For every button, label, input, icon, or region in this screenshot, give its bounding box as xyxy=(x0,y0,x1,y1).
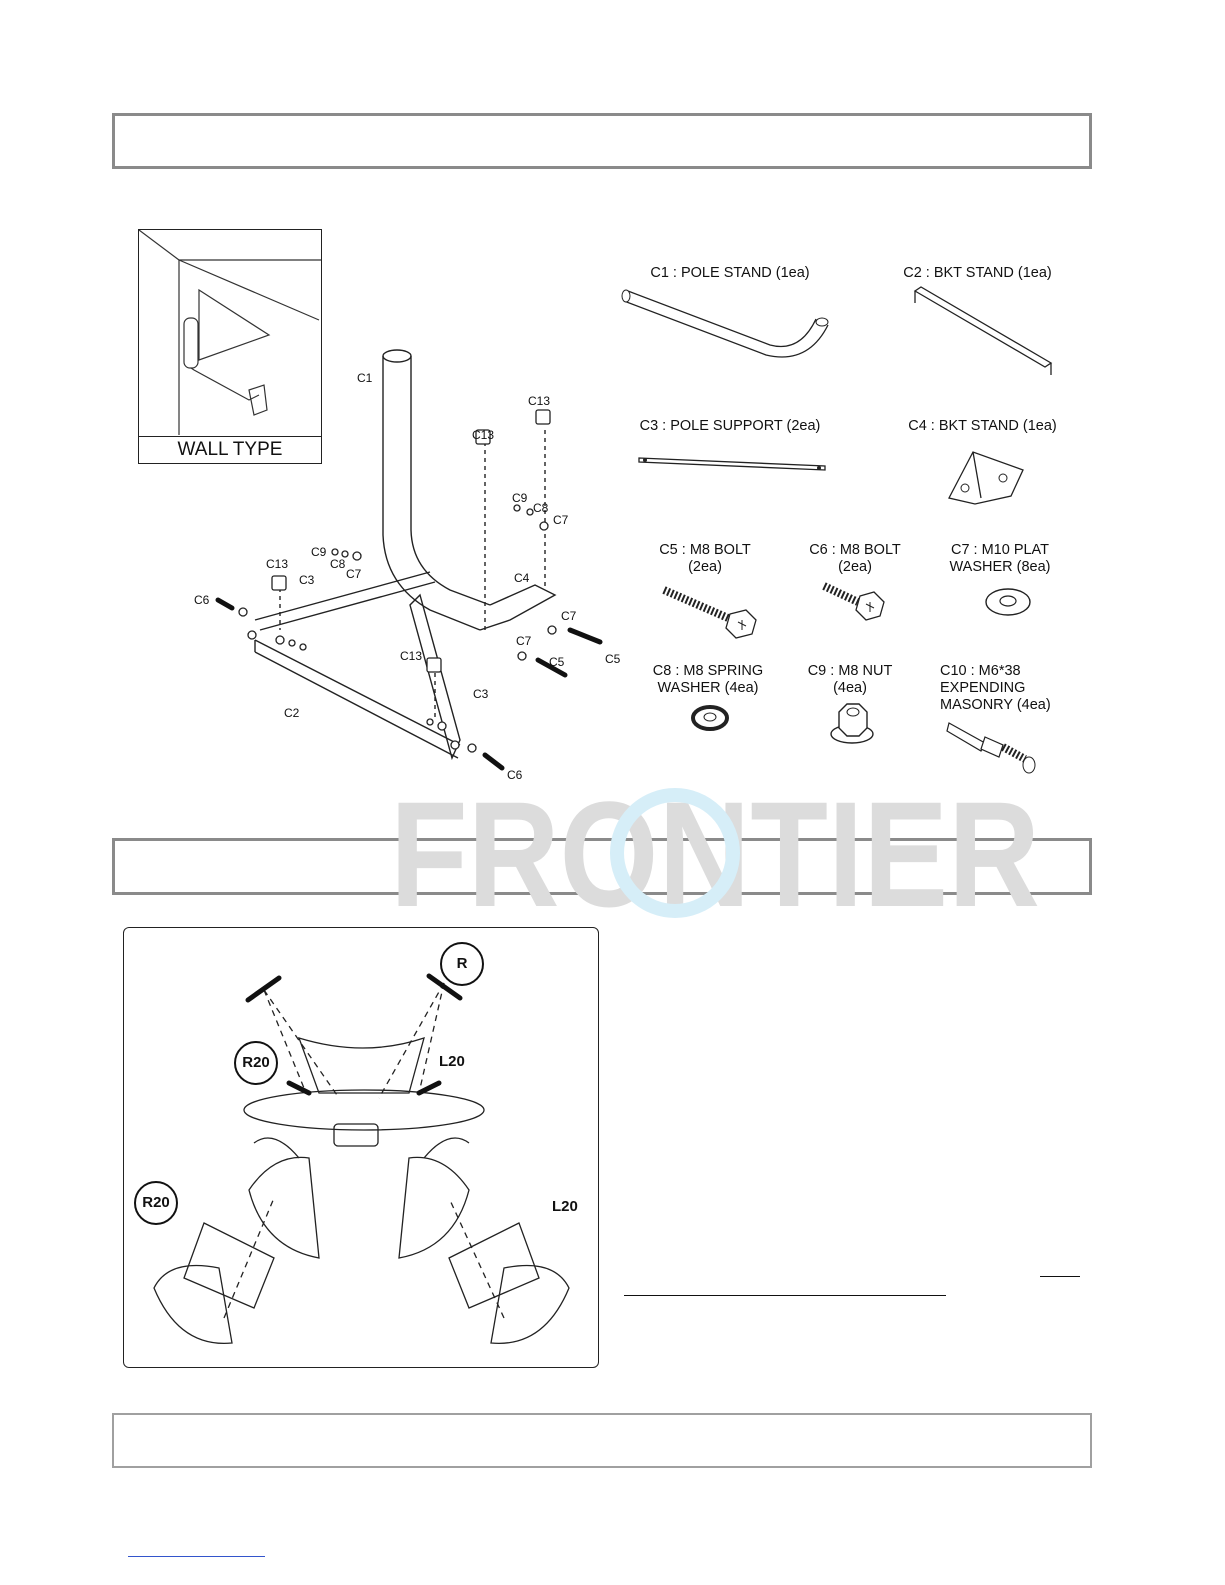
lnb-angle-illustration xyxy=(124,928,598,1367)
text-underline-fragment xyxy=(1040,1276,1080,1277)
section-header-bar-2 xyxy=(112,838,1092,895)
m8-nut-icon xyxy=(827,698,877,746)
pole-support-icon xyxy=(635,452,830,474)
callout-c13: C13 xyxy=(266,557,289,571)
part-label-c1: C1 : POLE STAND (1ea) xyxy=(650,265,810,281)
part-label-c7: C7 : M10 PLAT WASHER (8ea) xyxy=(949,542,1051,575)
callout-c8: C8 xyxy=(330,557,346,571)
part-label-c10: C10 : M6*38 EXPENDING MASONRY (4ea) xyxy=(940,663,1051,713)
callout-c8: C8 xyxy=(533,501,549,515)
spring-washer-icon xyxy=(690,703,730,733)
part-label-c2: C2 : BKT STAND (1ea) xyxy=(903,265,1052,281)
rotation-badge-r20-top: R20 xyxy=(234,1041,278,1085)
callout-c6: C6 xyxy=(194,593,210,607)
callout-c4: C4 xyxy=(514,571,530,585)
part-label-c9: C9 : M8 NUT (4ea) xyxy=(807,663,893,696)
wall-type-inset: WALL TYPE xyxy=(138,229,322,464)
part-label-c5: C5 : M8 BOLT (2ea) xyxy=(659,542,751,575)
part-label-c8: C8 : M8 SPRING WASHER (4ea) xyxy=(652,663,764,696)
callout-c9: C9 xyxy=(512,491,528,505)
callout-c5: C5 xyxy=(549,655,565,669)
callout-c3: C3 xyxy=(299,573,315,587)
callout-c3: C3 xyxy=(473,687,489,701)
text-underline xyxy=(624,1295,946,1296)
rotation-label-l20-bottom: L20 xyxy=(552,1198,578,1215)
callout-c9: C9 xyxy=(311,545,327,559)
bkt-stand-icon xyxy=(905,283,1060,383)
frontier-watermark-logo: FRONTIER xyxy=(390,778,1040,918)
rotation-label-l20-top: L20 xyxy=(439,1053,465,1070)
stand-assembly-diagram xyxy=(190,340,630,790)
wall-type-label: WALL TYPE xyxy=(139,436,321,463)
m10-flat-washer-icon xyxy=(983,586,1033,618)
callout-c2: C2 xyxy=(284,706,300,720)
callout-c13: C13 xyxy=(400,649,423,663)
m8-bolt-long-icon xyxy=(660,580,760,640)
callout-c7: C7 xyxy=(516,634,532,648)
callout-c7: C7 xyxy=(561,609,577,623)
callout-c1: C1 xyxy=(357,371,373,385)
wall-type-illustration xyxy=(139,230,321,435)
section-header-bar-1 xyxy=(112,113,1092,169)
bkt-stand-plate-icon xyxy=(945,448,1030,506)
footer-link-underline[interactable] xyxy=(128,1556,265,1557)
callout-c13: C13 xyxy=(472,428,495,442)
callout-c6: C6 xyxy=(507,768,523,782)
part-label-c6: C6 : M8 BOLT (2ea) xyxy=(809,542,901,575)
lnb-angle-adjustment-panel: R R20 L20 R20 L20 xyxy=(123,927,599,1368)
section-footer-bar xyxy=(112,1413,1092,1468)
callout-c5: C5 xyxy=(605,652,621,666)
callout-c7: C7 xyxy=(346,567,362,581)
callout-c7: C7 xyxy=(553,513,569,527)
rotation-badge-r: R xyxy=(440,942,484,986)
rotation-badge-r20-bottom: R20 xyxy=(134,1181,178,1225)
callout-c13: C13 xyxy=(528,394,551,408)
m8-bolt-short-icon xyxy=(820,578,890,624)
pole-stand-icon xyxy=(620,283,835,363)
part-label-c4: C4 : BKT STAND (1ea) xyxy=(908,418,1057,434)
part-label-c3: C3 : POLE SUPPORT (2ea) xyxy=(639,418,821,434)
expanding-masonry-anchor-icon xyxy=(945,715,1037,777)
